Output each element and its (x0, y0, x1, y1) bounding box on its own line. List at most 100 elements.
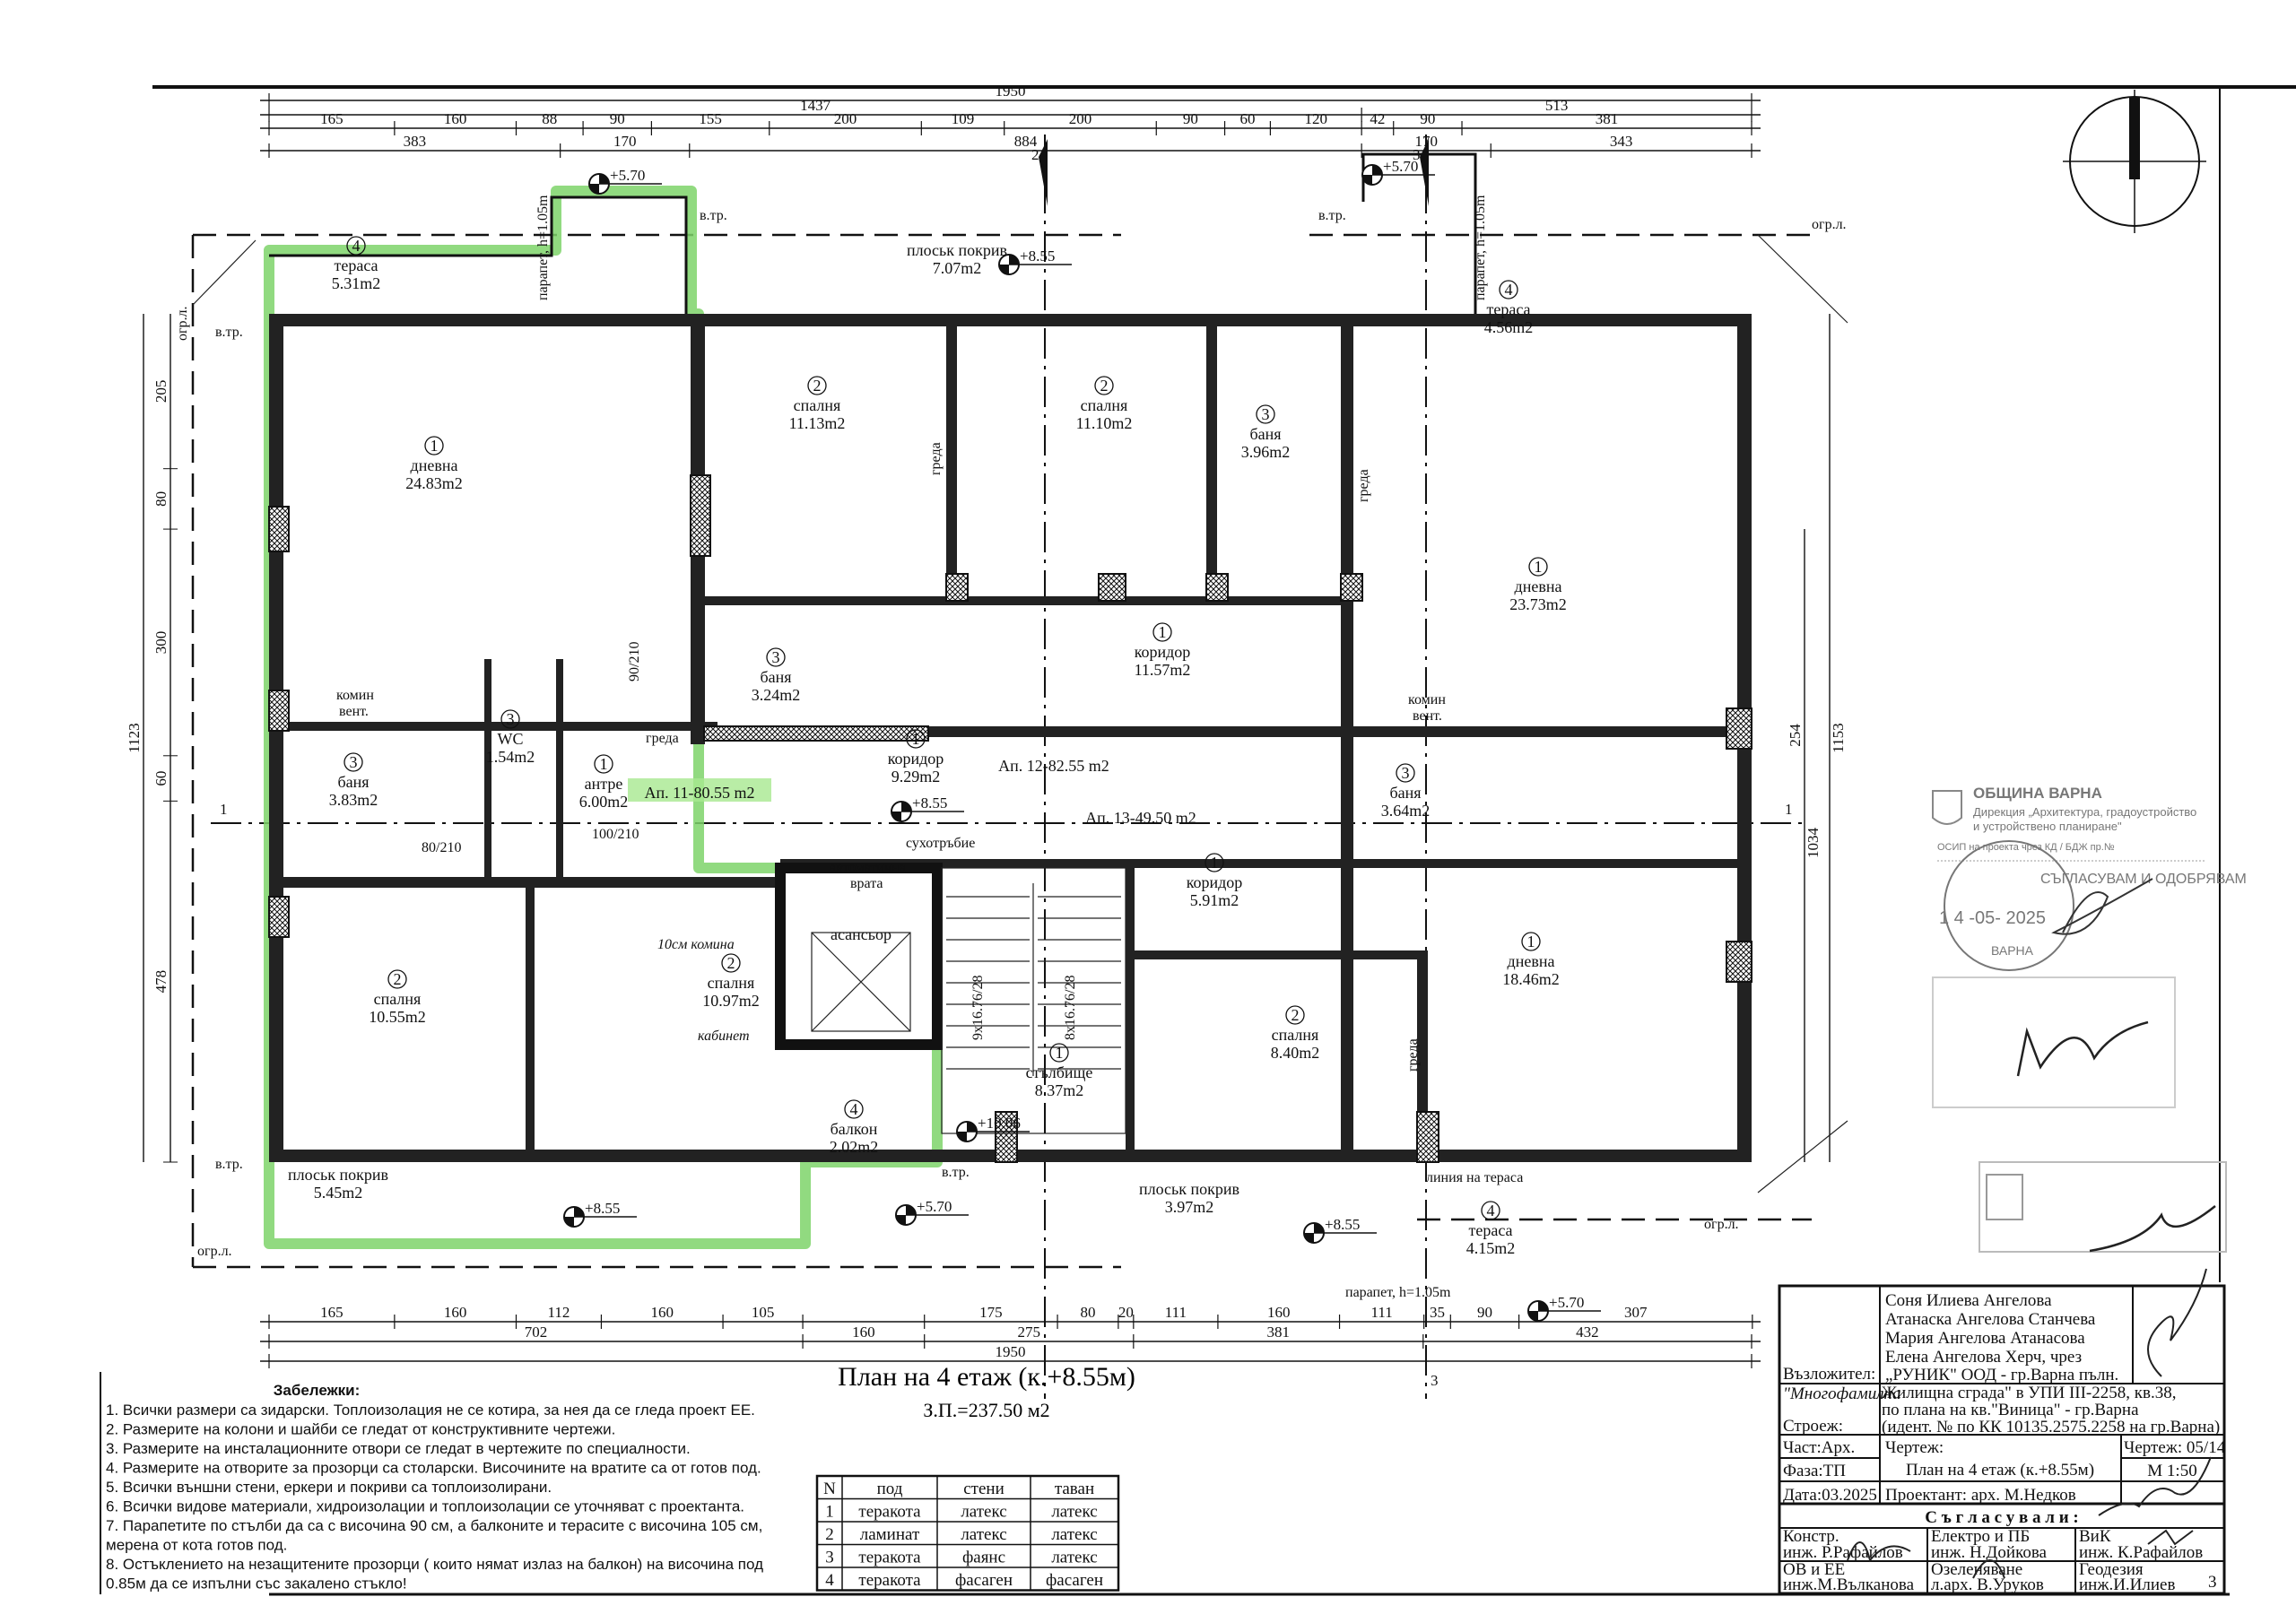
table-cell: 2 (825, 1525, 834, 1544)
apartment-13-label: Ап. 13-49.50 m2 (1085, 809, 1196, 827)
drawing-name: План на 4 етаж (к.+8.55м) (1906, 1461, 2094, 1480)
room-number: 1 (1159, 623, 1167, 641)
approval-person: л.арх. В.Уруков (1931, 1575, 2044, 1594)
room-area: 9.29m2 (891, 768, 941, 785)
room-number: 3 (1402, 764, 1410, 782)
signature (2089, 1205, 2216, 1253)
table-cell: теракота (858, 1503, 921, 1522)
staircase (941, 867, 1126, 1134)
table-cell: фасаген (955, 1571, 1013, 1590)
room-number: 2 (394, 970, 402, 988)
dimension-label: 35 (1430, 1304, 1445, 1321)
room-number-circle (1285, 1005, 1305, 1025)
dimension-label: 343 (1610, 133, 1633, 150)
boundary-label: огр.л. (197, 1244, 232, 1259)
dimension-label: 200 (1069, 110, 1092, 127)
room-name: дневна (1508, 952, 1555, 970)
room-area: 11.10m2 (1076, 414, 1133, 432)
dimension-label: 90 (1420, 110, 1435, 127)
beam-label: греда (1356, 469, 1371, 502)
table-cell: латекс (961, 1503, 1006, 1522)
room-number: 2 (727, 954, 735, 972)
site-line: по плана на кв."Виница" - гр.Варна (1882, 1401, 2139, 1419)
room-number: 3 (507, 710, 515, 728)
scale: M 1:50 (2147, 1462, 2196, 1480)
approval-role: Констр. (1783, 1527, 1839, 1546)
north-arrow-icon (2063, 90, 2206, 233)
dimension-label: 383 (404, 133, 427, 150)
room-name: спалня (794, 396, 841, 414)
approval-role: ОВ и ЕЕ (1783, 1560, 1845, 1579)
drawing-title: План на 4 етаж (к.+8.55м) (838, 1362, 1135, 1392)
room-name: плоськ покрив (1139, 1180, 1239, 1198)
dimension-label: 1950 (996, 82, 1026, 100)
room-number-circle (1396, 763, 1415, 783)
room-number-circle (594, 754, 613, 774)
boundary-label: огр.л. (1704, 1217, 1739, 1232)
vent-label: вент. (1413, 708, 1442, 724)
dimension-label: 254 (1787, 724, 1804, 747)
dimension-label: 513 (1545, 97, 1569, 114)
stamp-approve: СЪГЛАСУВАМ И ОДОБРЯВАМ (2040, 872, 2247, 887)
municipality-stamp: ОБЩИНА ВАРНА Дирекция „Архитектура, град… (1932, 785, 2247, 1253)
dimension-label: 90 (1183, 110, 1198, 127)
table-header: таван (1055, 1480, 1094, 1498)
note-line: 1. Всички размери са зидарски. Топлоизол… (106, 1402, 755, 1419)
dimension-label: 1123 (126, 723, 143, 752)
dimension-label: 1034 (1805, 828, 1822, 859)
auto-door-label: автоматична (830, 860, 906, 875)
parapet-label: парапет, h=1.05m (1345, 1285, 1451, 1300)
approval-person: инж. К.Рафайлов (2079, 1543, 2203, 1562)
room-name: WC (498, 730, 524, 748)
room-name: балкон (831, 1120, 878, 1138)
stamp-dept: Дирекция „Архитектура, градоустройство (1973, 805, 2196, 819)
room-area: 11.57m2 (1135, 661, 1191, 679)
room-area: 10.97m2 (702, 992, 760, 1010)
site-line: Жилищна сграда" в УПИ III-2258, кв.38, (1882, 1384, 2176, 1402)
note-line: 7. Парапетите по стълби да са с височина… (106, 1517, 762, 1534)
room-area: 3.64m2 (1381, 802, 1431, 820)
title-block: Възложител: Соня Илиева Ангелова Атанаск… (1778, 1268, 2226, 1595)
room-name: тераса (334, 256, 378, 274)
room-number: 3 (772, 648, 780, 666)
door-size: 80/210 (422, 840, 461, 855)
drainpipe-label: в.тр. (1318, 208, 1346, 223)
stamp-org: ОБЩИНА ВАРНА (1973, 785, 2102, 802)
dimension-label: 1153 (1830, 723, 1847, 752)
approval-role: Геодезия (2079, 1560, 2144, 1579)
room-area: 5.91m2 (1190, 891, 1239, 909)
level-value: +5.70 (917, 1198, 952, 1215)
room-name: коридор (1135, 643, 1191, 661)
room-number-circle (387, 969, 407, 989)
elevator-shaft (775, 863, 943, 1050)
note-line: 5. Всички външни стени, еркери и покриви… (106, 1479, 552, 1496)
room-area: 2.02m2 (830, 1138, 879, 1156)
dimension-label: 90 (1477, 1304, 1492, 1321)
room-area: 3.83m2 (329, 791, 378, 809)
room-labels: 4тераса5.31m21дневна24.83m23баня3.83m23W… (288, 236, 1567, 1257)
dimension-label: 88 (542, 110, 557, 127)
table-cell: теракота (858, 1571, 921, 1590)
room-number-circle (1205, 853, 1224, 872)
approval-person: инж. Н.Дойкова (1931, 1543, 2048, 1562)
parapet-label: парапет, h=1.05m (535, 195, 551, 300)
table-cell: латекс (1051, 1525, 1097, 1544)
room-number: 1 (1527, 933, 1535, 950)
table-cell: латекс (1051, 1549, 1097, 1567)
room-name: баня (1389, 784, 1421, 802)
dimension-label: 60 (1239, 110, 1255, 127)
table-cell: 1 (825, 1503, 834, 1522)
drawing-label: Чертеж: (1885, 1438, 1944, 1457)
room-number: 3 (1262, 405, 1270, 423)
table-header: стени (963, 1480, 1004, 1498)
room-name: асансьор (831, 925, 891, 943)
apartment-12-label: Ап. 12-82.55 m2 (998, 757, 1109, 775)
room-area: 7.07m2 (933, 259, 982, 277)
room-number: 4 (352, 237, 361, 255)
